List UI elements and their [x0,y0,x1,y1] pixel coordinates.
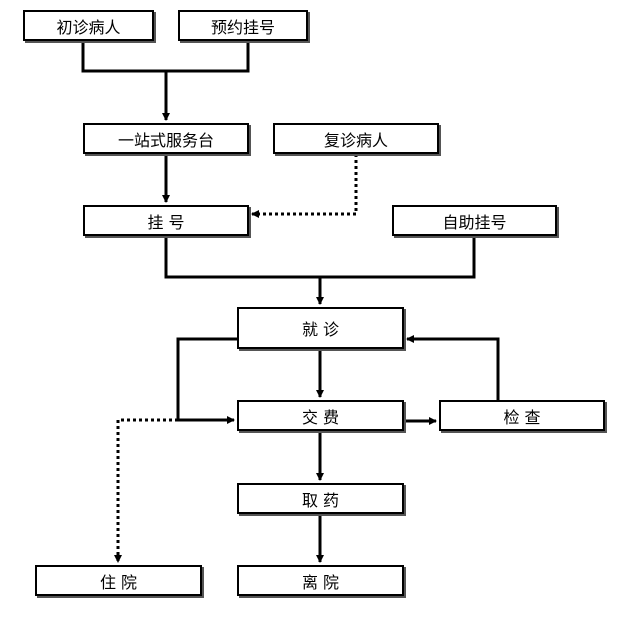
node-label: 住 院 [99,572,138,592]
node-self-registration: 自助挂号 [392,205,557,236]
node-first-visit: 初诊病人 [23,10,154,41]
node-label: 一站式服务台 [117,130,214,150]
node-hospitalization: 住 院 [35,565,202,596]
node-discharge: 离 院 [237,565,404,596]
node-registration: 挂 号 [83,205,249,236]
edge-examination-to-consultation [406,335,500,400]
edge-return-visit-to-registration [251,154,358,218]
node-examination: 检 查 [439,400,605,431]
node-label: 复诊病人 [323,130,388,150]
edge-registration-merge [164,236,476,279]
node-label: 取 药 [301,490,340,510]
node-payment: 交 费 [237,400,404,431]
edge-payment-to-hospitalization [114,418,178,563]
node-label: 交 费 [301,407,340,427]
node-label: 检 查 [503,407,541,427]
node-label: 离 院 [301,572,340,592]
node-appointment: 预约挂号 [178,10,308,41]
node-label: 挂 号 [147,212,185,232]
node-label: 自助挂号 [442,212,507,232]
node-label: 就 诊 [301,320,340,339]
node-pharmacy: 取 药 [237,483,404,514]
node-label: 初诊病人 [56,17,121,37]
node-return-visit: 复诊病人 [273,123,439,154]
node-service-desk: 一站式服务台 [83,123,249,154]
node-label: 预约挂号 [210,17,275,37]
edge-first-visit-merge [81,41,250,73]
node-consultation: 就 诊 [237,307,404,349]
edge-consultation-left-loop [176,337,237,424]
